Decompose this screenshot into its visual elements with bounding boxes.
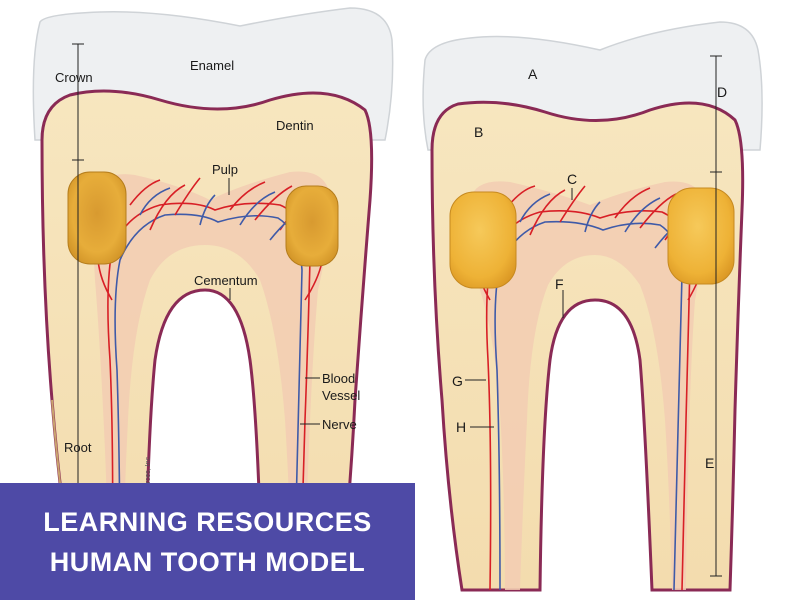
label-crown: Crown [55,70,93,85]
label-blood-vessel-2: Vessel [322,388,360,403]
right-pulp-chamber [469,181,705,590]
label-e: E [705,455,714,471]
banner-line-1: LEARNING RESOURCES [43,506,372,537]
label-h: H [456,419,466,435]
label-blood-vessel-1: Blood [322,371,355,386]
right-magnet-1 [449,191,517,289]
label-f: F [555,276,564,292]
label-g: G [452,373,463,389]
right-dentin [430,100,745,592]
left-leader-lines [228,178,320,425]
label-root: Root [64,440,92,455]
left-magnet-2 [285,185,339,267]
label-cementum: Cementum [194,273,258,288]
label-a: A [528,66,538,82]
right-measure-line [710,55,722,577]
right-magnet-2 [667,187,735,285]
label-d: D [717,84,727,100]
left-magnet-1 [67,171,127,265]
left-pulp-chamber [93,171,330,590]
label-dentin: Dentin [276,118,314,133]
label-pulp: Pulp [212,162,238,177]
banner-line-2: HUMAN TOOTH MODEL [49,546,366,577]
right-tooth: A B C D E F G H [422,21,763,592]
label-nerve: Nerve [322,417,357,432]
label-c: C [567,171,577,187]
label-b: B [474,124,483,140]
right-leader-lines [465,188,573,428]
title-banner: LEARNING RESOURCES HUMAN TOOTH MODEL [0,483,415,600]
left-tooth: Crown Enamel Dentin Pulp Cementum Blood … [32,7,394,592]
label-enamel: Enamel [190,58,234,73]
